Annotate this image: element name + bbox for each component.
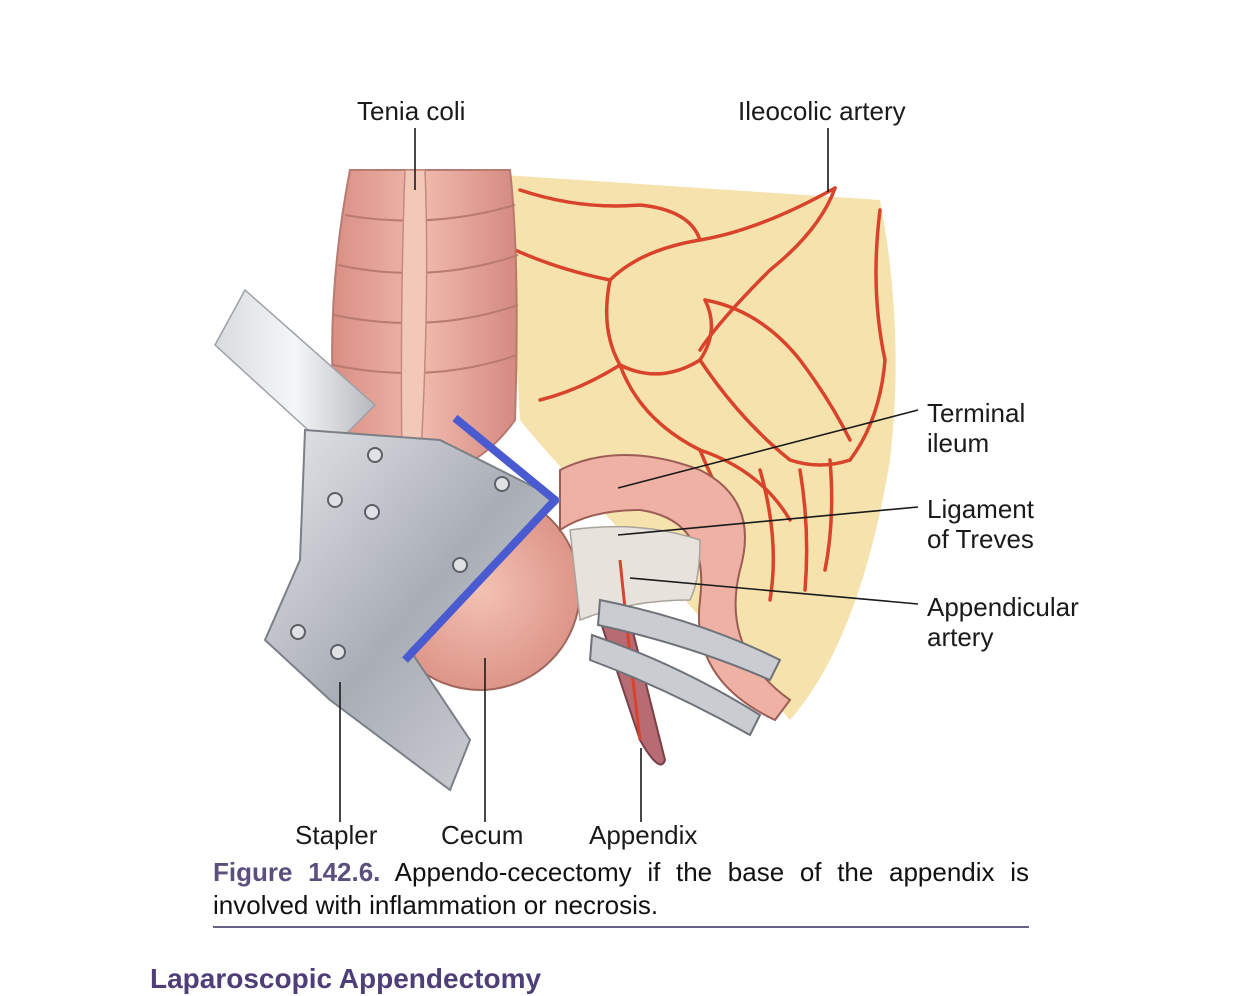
stapler-jaw-edge: [402, 414, 559, 663]
label-appendicular-artery: Appendicular artery: [927, 592, 1079, 652]
label-ligament-of-treves: Ligament of Treves: [927, 494, 1034, 554]
label-cecum: Cecum: [441, 820, 524, 850]
caption-divider: [213, 926, 1029, 928]
label-appendix: Appendix: [589, 820, 698, 850]
ligament-of-treves: [569, 525, 701, 622]
figure-number: Figure 142.6.: [213, 857, 381, 887]
caption-text: Appendo-cecectomy if the base of the app…: [213, 857, 1029, 920]
leader-lines: [339, 128, 919, 822]
mesentery: [505, 175, 896, 720]
section-heading: Laparoscopic Appendectomy: [150, 963, 542, 994]
appendectomy-illustration: [214, 128, 919, 822]
tenia-coli-band: [400, 169, 428, 471]
label-ileocolic-artery: Ileocolic artery: [738, 96, 906, 126]
label-terminal-ileum: Terminal ileum: [927, 398, 1026, 458]
label-stapler: Stapler: [295, 820, 378, 850]
appendicular-artery-vessel: [618, 559, 642, 741]
stapler-rivets: [290, 447, 510, 660]
figure-caption: Figure 142.6. Appendo-cecectomy if the b…: [213, 856, 1029, 922]
colon-haustra: [332, 204, 519, 374]
label-tenia-coli: Tenia coli: [357, 96, 466, 126]
retractor-instruments: [588, 598, 782, 737]
stapler-body: [263, 428, 562, 792]
